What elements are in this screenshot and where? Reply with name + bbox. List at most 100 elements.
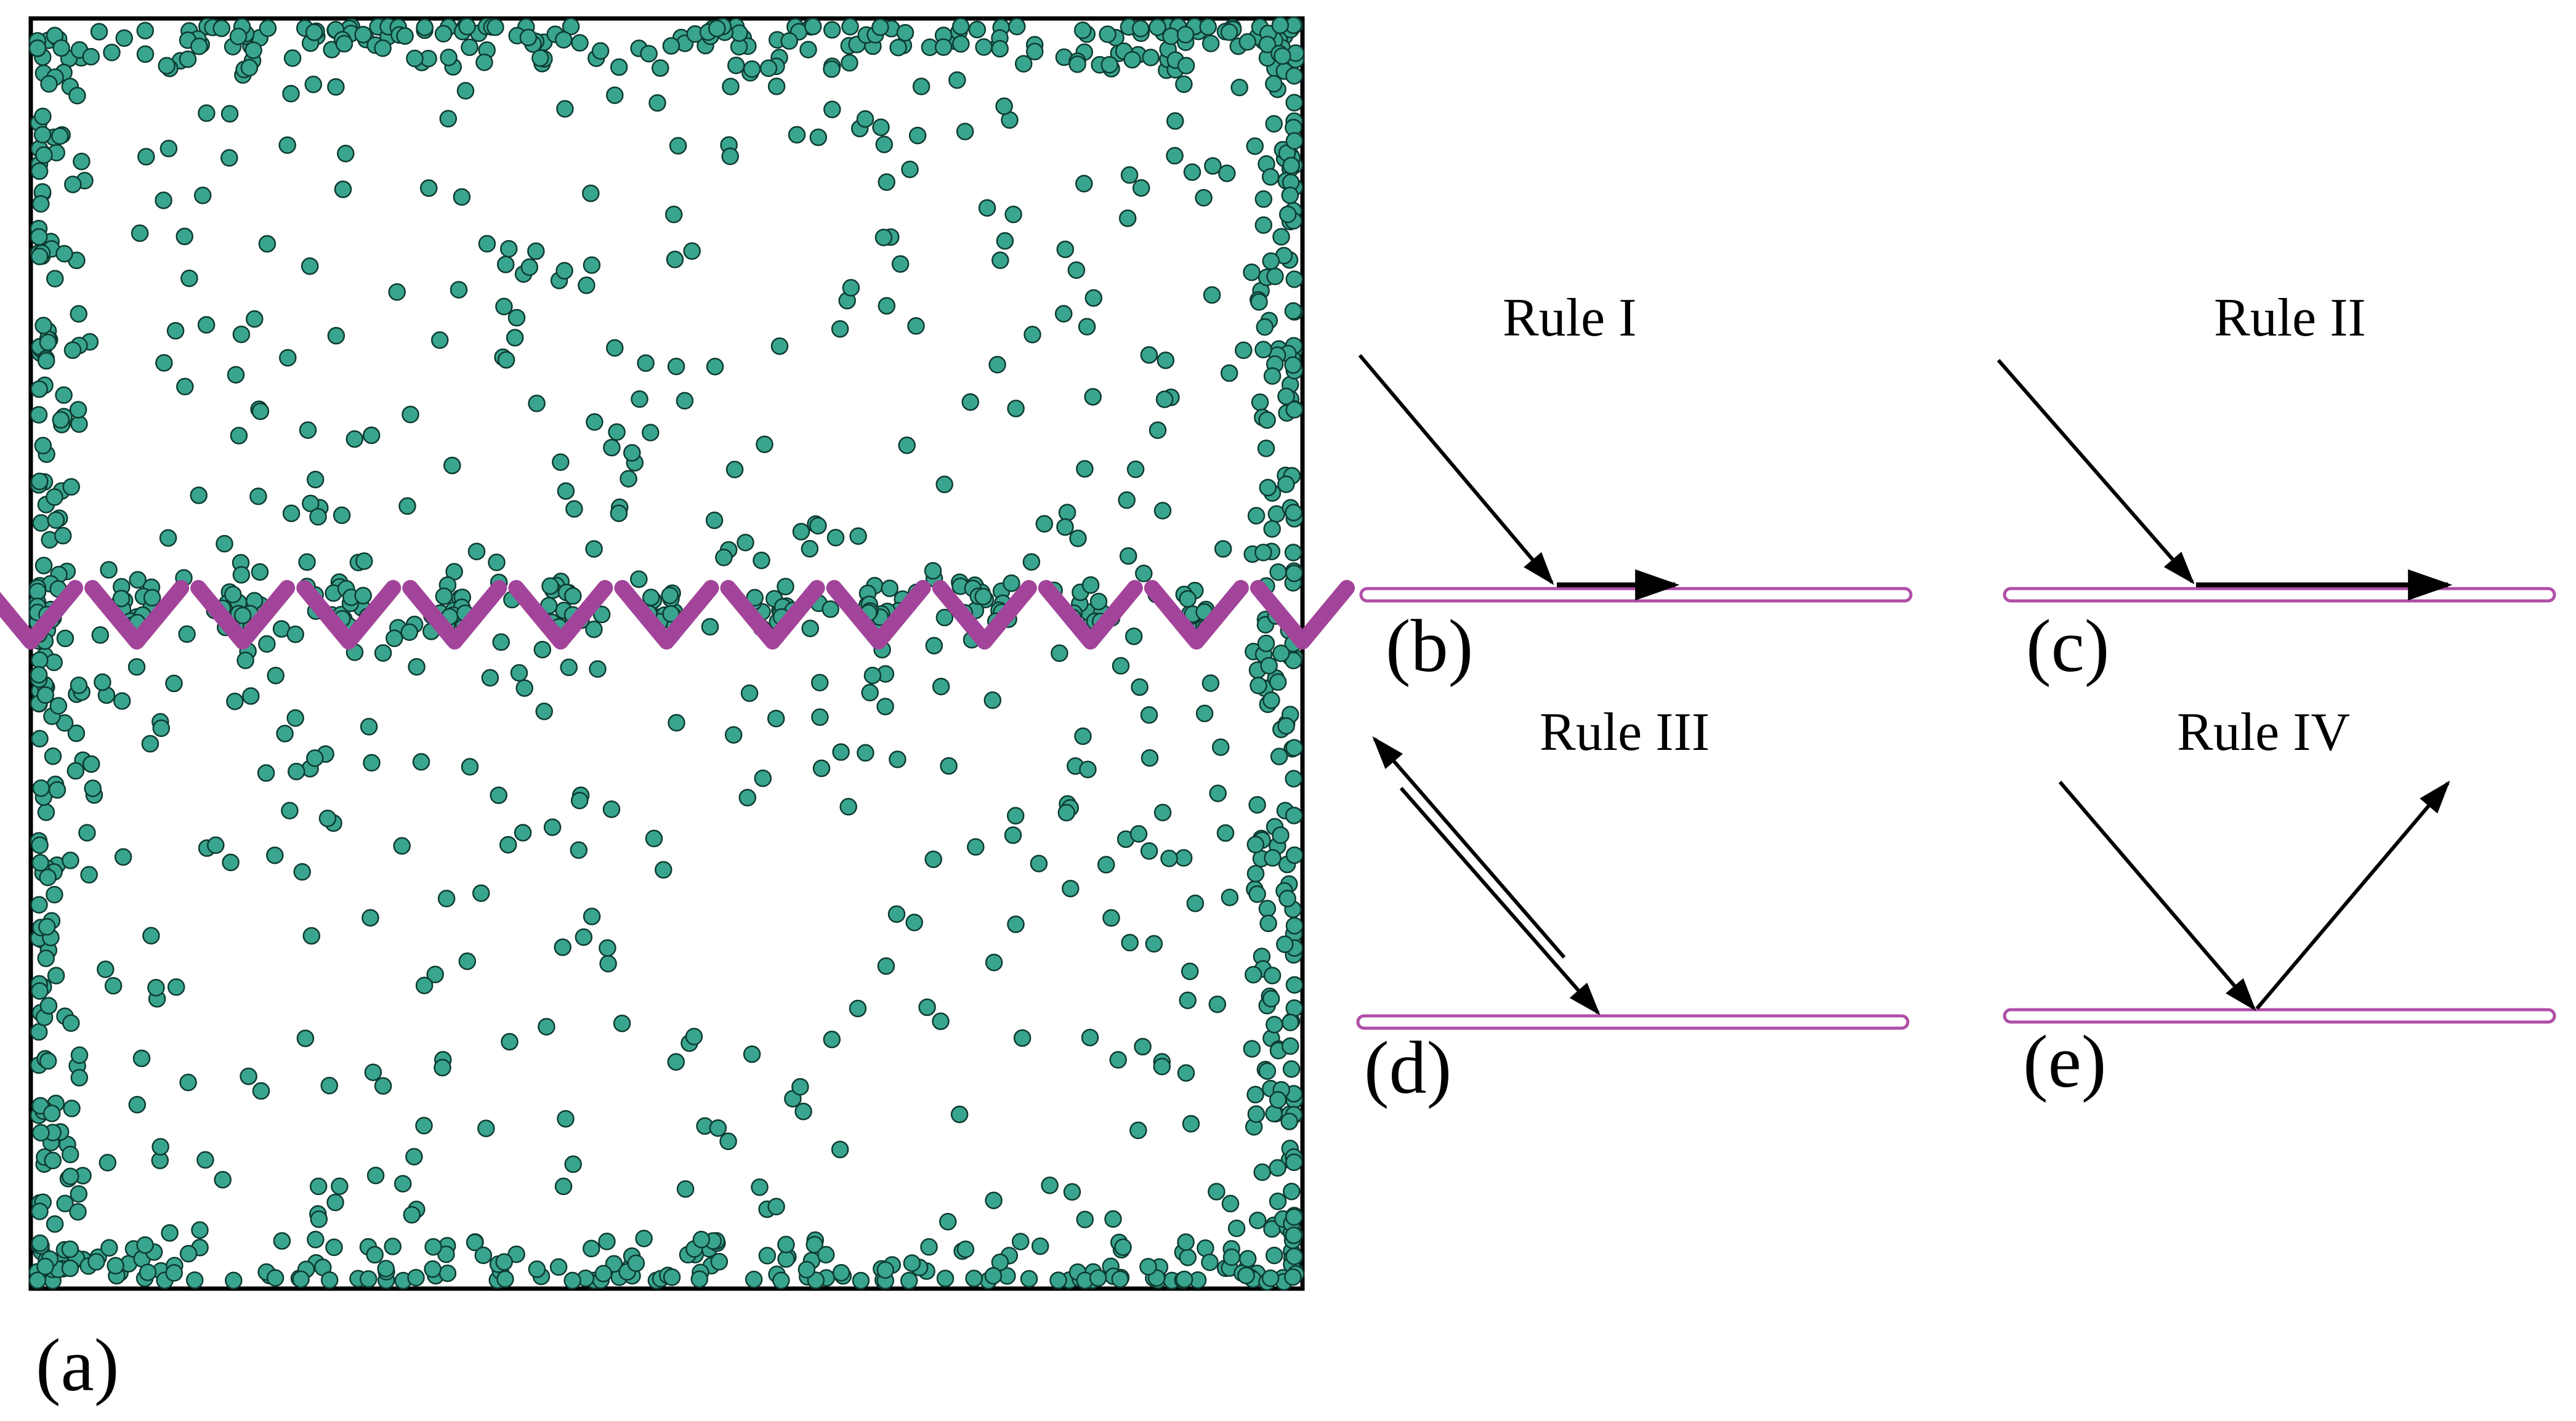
- particle: [1261, 1269, 1280, 1287]
- particle: [355, 552, 373, 570]
- particle: [70, 305, 87, 323]
- particle: [424, 1260, 442, 1278]
- particle: [151, 1138, 169, 1156]
- particle: [1271, 16, 1290, 34]
- particle: [196, 1151, 214, 1169]
- particle: [155, 354, 173, 372]
- particle: [1265, 115, 1283, 133]
- particle: [871, 18, 889, 36]
- particle: [1251, 393, 1269, 411]
- particle: [246, 310, 264, 328]
- particle: [1155, 390, 1174, 408]
- particle: [743, 1045, 761, 1063]
- particle: [599, 939, 616, 957]
- particle: [709, 1119, 727, 1137]
- particle: [167, 978, 185, 996]
- particle: [1269, 1091, 1287, 1109]
- particle: [84, 779, 102, 797]
- particle: [97, 960, 115, 978]
- particle: [881, 579, 898, 597]
- particle: [1237, 1266, 1255, 1284]
- particle: [34, 316, 52, 334]
- particle: [147, 978, 165, 997]
- particle: [1179, 590, 1197, 608]
- funnel-barrier: [1250, 580, 1355, 650]
- particle: [788, 126, 806, 144]
- particle: [495, 297, 513, 316]
- particle: [266, 846, 284, 864]
- particle: [801, 619, 819, 637]
- particle: [496, 256, 515, 273]
- particle: [499, 835, 517, 854]
- particle: [296, 1029, 315, 1047]
- particle: [794, 1103, 812, 1121]
- particle: [759, 59, 778, 78]
- particle: [1257, 440, 1275, 457]
- particle: [507, 1245, 525, 1263]
- particle: [1089, 1269, 1107, 1287]
- particle: [965, 1270, 983, 1287]
- particle: [474, 1246, 493, 1265]
- rule-3-wall: [1356, 1014, 1910, 1030]
- particle: [158, 57, 176, 74]
- particle: [1283, 1182, 1301, 1201]
- particle: [1258, 1062, 1277, 1080]
- particle: [823, 60, 841, 78]
- particle: [832, 743, 850, 761]
- particle: [31, 730, 49, 748]
- particle: [307, 1231, 325, 1249]
- particle: [606, 339, 624, 357]
- particle: [309, 508, 327, 526]
- particle: [37, 803, 55, 821]
- particle: [730, 24, 748, 42]
- particle: [499, 240, 518, 258]
- particle: [1157, 351, 1175, 369]
- particle: [62, 478, 80, 496]
- particle: [1254, 216, 1273, 234]
- funnel-barrier: [296, 580, 402, 650]
- particle: [519, 28, 538, 47]
- particle: [627, 1254, 645, 1273]
- particle: [507, 308, 526, 327]
- particle: [1177, 57, 1195, 74]
- particle: [1179, 1249, 1197, 1266]
- particle: [1261, 168, 1280, 186]
- particle: [35, 146, 53, 164]
- particle: [1285, 401, 1304, 419]
- particle: [705, 511, 724, 529]
- particle: [940, 757, 958, 775]
- particle: [538, 1018, 555, 1036]
- particle: [475, 53, 493, 71]
- particle: [226, 692, 244, 710]
- particle: [1100, 55, 1118, 74]
- particle: [543, 818, 562, 836]
- particle: [229, 27, 248, 46]
- particle: [676, 392, 694, 410]
- particle: [30, 248, 49, 265]
- particle: [1175, 1270, 1193, 1289]
- particle: [1004, 826, 1022, 844]
- particle: [985, 954, 1003, 972]
- particle: [531, 49, 549, 67]
- particle: [996, 232, 1014, 250]
- particle: [640, 44, 658, 63]
- particle: [230, 427, 248, 445]
- particle: [903, 1254, 921, 1272]
- particle: [435, 587, 453, 605]
- particle: [28, 39, 47, 57]
- particle: [951, 17, 970, 36]
- particle: [934, 38, 953, 56]
- particle: [900, 1271, 918, 1290]
- particle: [1280, 1113, 1298, 1130]
- particle: [1246, 864, 1265, 883]
- particle: [1263, 967, 1282, 984]
- particle: [49, 697, 68, 715]
- particle: [227, 366, 245, 384]
- particle: [724, 726, 743, 744]
- particle: [1246, 1085, 1264, 1104]
- particle: [293, 863, 311, 881]
- particle: [1153, 1057, 1171, 1076]
- particle: [1262, 989, 1280, 1008]
- particle: [222, 853, 240, 872]
- particle: [722, 78, 740, 95]
